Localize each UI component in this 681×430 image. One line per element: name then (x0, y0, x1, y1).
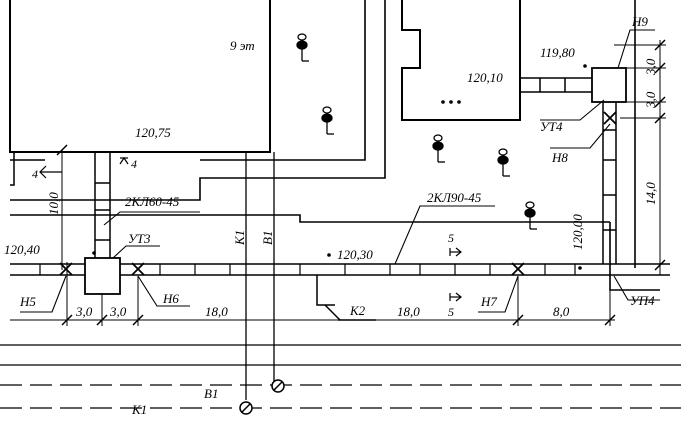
label-water-vertical: В1 (260, 231, 275, 245)
label-n7: Н7 (480, 294, 497, 309)
level-top-right: 119,80 (540, 45, 575, 60)
tree-icon (296, 33, 309, 62)
label-n9: Н9 (631, 14, 648, 29)
tiny-dim-arrows (39, 156, 129, 179)
section-marker (449, 247, 462, 302)
chamber-ut4 (591, 67, 627, 103)
k2-connection (316, 275, 376, 321)
level-left-pipe: 120,40 (4, 242, 40, 257)
dimension-lines (10, 40, 666, 326)
node-n6-icon (131, 262, 145, 276)
leader-lines (20, 29, 660, 313)
main-channel-ticks (39, 264, 576, 275)
branch-channel (94, 152, 111, 258)
label-k2: К2 (349, 303, 366, 318)
tree-icon (524, 201, 537, 230)
label-main-channel: 2КЛ90-45 (427, 190, 482, 205)
tree-icon (321, 106, 334, 135)
dim-right-1: 3,0 (643, 58, 658, 76)
level-dots (92, 64, 587, 270)
dim-right-3: 14,0 (643, 182, 658, 205)
dim-d3: 18,0 (205, 304, 228, 319)
level-ground: 120,75 (135, 125, 171, 140)
section-label-bottom: 5 (448, 305, 454, 319)
label-ut4: УТ4 (540, 119, 563, 134)
label-up4: УП4 (630, 293, 655, 308)
manholes (239, 379, 285, 415)
dim-d2: 3,0 (109, 304, 127, 319)
ellipsis-dots (441, 100, 461, 104)
sewer-well-icon (239, 401, 253, 415)
node-n8-icon (603, 111, 617, 125)
label-water-line: В1 (204, 386, 218, 401)
dim-right-2: 3,0 (643, 91, 658, 109)
street-edges (10, 0, 660, 291)
dim-left-vertical: 10,0 (46, 192, 61, 215)
node-n7-icon (511, 262, 525, 276)
building-outlines (9, 0, 521, 186)
label-n8: Н8 (551, 150, 568, 165)
tree-icon (432, 134, 445, 163)
dim-d4: 18,0 (397, 304, 420, 319)
right-channel (602, 100, 617, 264)
label-branch-channel: 2КЛ60-45 (125, 194, 180, 209)
dim-tiny-left: 4 (32, 167, 38, 181)
label-n5: Н5 (19, 294, 36, 309)
top-pipe (520, 77, 593, 93)
label-sewer-vertical: К1 (232, 230, 247, 246)
dim-d1: 3,0 (75, 304, 93, 319)
tree-symbols (296, 33, 537, 230)
label-ut3: УТ3 (128, 231, 151, 246)
dimension-ticks (56, 39, 666, 326)
dim-tiny-right: 4 (131, 157, 137, 171)
label-n6: Н6 (162, 291, 179, 306)
floors-label: 9 эт (230, 38, 255, 53)
tree-icon (497, 148, 510, 177)
level-building-right: 120,10 (467, 70, 503, 85)
node-markers (59, 111, 617, 276)
level-mid-pipe: 120,30 (337, 247, 373, 262)
chamber-ut3 (84, 257, 121, 295)
water-well-icon (271, 379, 285, 393)
level-right-vertical: 120,00 (570, 214, 585, 250)
section-label-top: 5 (448, 231, 454, 245)
label-sewer-line: К1 (131, 402, 147, 417)
dim-d5: 8,0 (553, 304, 570, 319)
utility-lines (0, 152, 681, 409)
